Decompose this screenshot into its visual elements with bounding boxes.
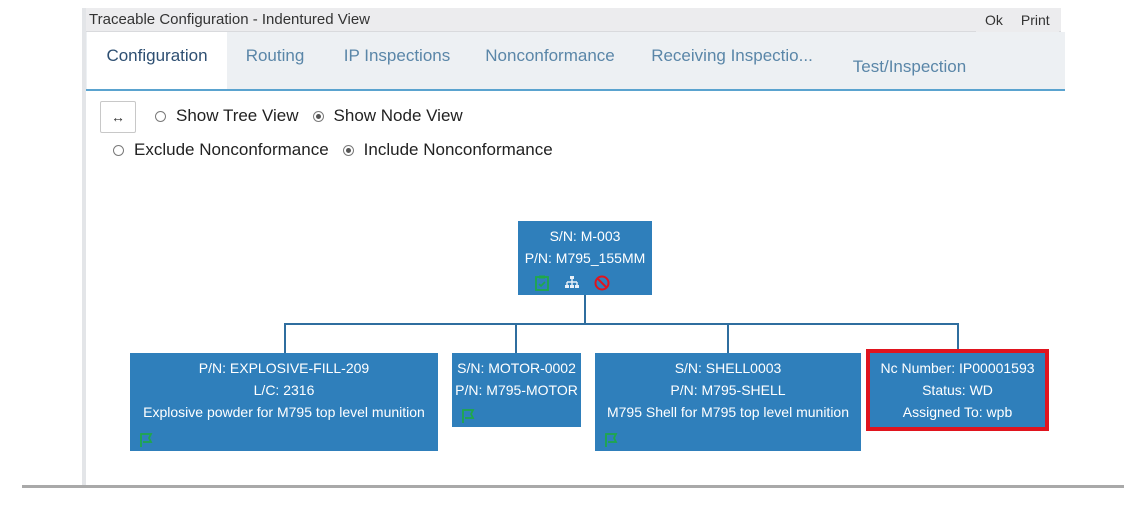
tab-test-inspection[interactable]: Test/Inspection <box>837 50 982 90</box>
bottom-divider <box>22 485 1124 488</box>
child-node-motor[interactable]: S/N: MOTOR-0002 P/N: M795-MOTOR <box>452 353 581 427</box>
tab-routing[interactable]: Routing <box>245 46 305 65</box>
nonconformance-toggle-row: Exclude Nonconformance Include Nonconfor… <box>113 140 567 160</box>
flag-icon[interactable] <box>460 408 476 424</box>
nc-assigned-to: Assigned To: wpb <box>902 404 1013 420</box>
child-2-icons <box>452 408 476 424</box>
print-button[interactable]: Print <box>1011 8 1059 32</box>
root-icons <box>526 275 610 291</box>
nonconformance-highlight <box>866 349 1049 431</box>
connector-child-4 <box>957 323 959 353</box>
show-node-view-radio[interactable] <box>312 110 324 122</box>
window-titlebar: Traceable Configuration - Indentured Vie… <box>86 8 1061 32</box>
nc-number: Nc Number: IP00001593 <box>880 360 1035 376</box>
show-node-view-label[interactable]: Show Node View <box>333 106 463 125</box>
child-3-line-3: M795 Shell for M795 top level munition <box>606 404 850 420</box>
child-3-line-2: P/N: M795-SHELL <box>670 382 786 398</box>
child-1-icons <box>130 432 154 448</box>
title-actions: Ok Print <box>976 8 1059 32</box>
no-entry-icon[interactable] <box>594 275 610 291</box>
window-title: Traceable Configuration - Indentured Vie… <box>89 11 371 28</box>
child-node-explosive-fill[interactable]: P/N: EXPLOSIVE-FILL-209 L/C: 2316 Explos… <box>130 353 438 451</box>
flag-icon[interactable] <box>603 432 619 448</box>
child-2-line-1: S/N: MOTOR-0002 <box>457 360 576 376</box>
connector-child-2 <box>515 323 517 353</box>
nc-status: Status: WD <box>922 382 993 398</box>
child-node-shell[interactable]: S/N: SHELL0003 P/N: M795-SHELL M795 Shel… <box>595 353 861 451</box>
connector-child-3 <box>727 323 729 353</box>
include-nonconformance-radio[interactable] <box>342 144 354 156</box>
connector-root-down <box>584 294 586 324</box>
include-nonconformance-label[interactable]: Include Nonconformance <box>363 140 553 159</box>
tab-receiving-inspection[interactable]: Receiving Inspectio... <box>651 46 813 65</box>
tab-ip-inspections[interactable]: IP Inspections <box>343 46 451 65</box>
connector-child-1 <box>284 323 286 353</box>
child-3-icons <box>595 432 619 448</box>
child-2-line-2: P/N: M795-MOTOR <box>455 382 578 398</box>
connector-horizontal <box>284 323 958 325</box>
frame-border <box>82 8 86 486</box>
tab-nonconformance[interactable]: Nonconformance <box>485 46 615 65</box>
clipboard-icon[interactable] <box>534 275 550 291</box>
child-1-line-2: L/C: 2316 <box>253 382 315 398</box>
left-gutter <box>0 0 82 485</box>
hierarchy-icon[interactable] <box>564 275 580 291</box>
show-tree-view-label[interactable]: Show Tree View <box>176 106 299 125</box>
ok-button[interactable]: Ok <box>976 8 1012 32</box>
collapse-button[interactable]: ↔ <box>100 101 136 133</box>
root-part-number: P/N: M795_155MM <box>524 250 646 266</box>
show-tree-view-radio[interactable] <box>155 110 166 122</box>
root-node[interactable]: S/N: M-003 P/N: M795_155MM <box>518 221 652 295</box>
root-serial: S/N: M-003 <box>549 228 621 244</box>
tab-configuration[interactable]: Configuration <box>87 32 227 90</box>
child-3-line-1: S/N: SHELL0003 <box>674 360 782 376</box>
exclude-nonconformance-radio[interactable] <box>113 144 124 156</box>
flag-icon[interactable] <box>138 432 154 448</box>
view-toggle-row: Show Tree View Show Node View <box>155 106 477 126</box>
tab-underline <box>86 89 1065 91</box>
child-1-line-3: Explosive powder for M795 top level muni… <box>143 404 425 420</box>
exclude-nonconformance-label[interactable]: Exclude Nonconformance <box>134 140 329 159</box>
tab-bar: Configuration Routing IP Inspections Non… <box>86 32 1065 90</box>
child-1-line-1: P/N: EXPLOSIVE-FILL-209 <box>198 360 370 376</box>
child-node-nonconformance[interactable]: Nc Number: IP00001593 Status: WD Assigne… <box>870 353 1045 427</box>
